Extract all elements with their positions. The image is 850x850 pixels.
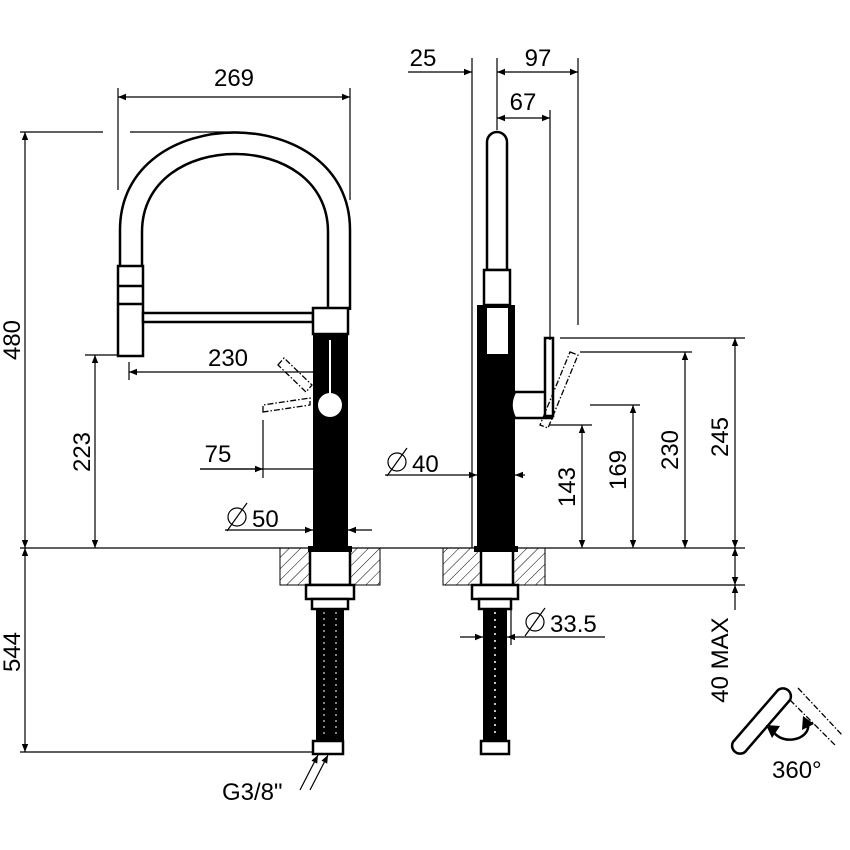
dim-spout-height: 223	[69, 432, 96, 472]
support-bar	[141, 311, 315, 324]
dim-height-230: 230	[657, 430, 684, 470]
spout-outer	[118, 131, 352, 310]
diameter-symbol-icon	[524, 607, 546, 637]
lever-position-dashed	[539, 351, 579, 429]
connection-thread: G3/8"	[222, 779, 283, 806]
lever-handle	[510, 390, 554, 420]
dim-height-143: 143	[554, 467, 581, 507]
front-view: 269 480 223 230 75 50 544 G3/8"	[0, 65, 381, 806]
diameter-symbol-icon	[226, 502, 248, 532]
dim-total-height: 480	[0, 320, 26, 360]
rotation-label: 360°	[772, 757, 822, 784]
diameter-symbol-icon	[386, 447, 408, 477]
dim-body-diameter-side: 40	[412, 451, 439, 478]
spout-inner	[140, 152, 330, 310]
dim-height-169: 169	[605, 450, 632, 490]
side-view: 25 97 67 40 143 169 230 245 40 MAX 33.5	[385, 45, 745, 756]
dim-hose-length: 544	[0, 632, 26, 672]
dim-spout-reach: 230	[208, 345, 248, 372]
spout-side	[485, 130, 509, 272]
dim-offset-25: 25	[410, 45, 437, 72]
lever-hub	[318, 393, 342, 417]
body-cap	[311, 306, 350, 336]
dim-body-diameter: 50	[252, 506, 279, 533]
lever-position-dashed	[277, 357, 313, 393]
dim-depth-67: 67	[510, 89, 537, 116]
spray-head	[116, 264, 145, 358]
dim-counter-thickness: 40 MAX	[707, 617, 734, 702]
dim-height-245: 245	[707, 417, 734, 457]
lever-position-dashed	[262, 397, 311, 413]
dim-depth-97: 97	[525, 45, 552, 72]
hose-nut	[311, 739, 345, 756]
dim-width: 269	[214, 65, 254, 92]
supply-hoses	[316, 609, 344, 741]
dim-shank-diameter: 33.5	[550, 611, 597, 638]
rotation-symbol: 360°	[730, 687, 843, 784]
dim-lever-offset: 75	[205, 441, 232, 468]
lever	[543, 336, 555, 418]
